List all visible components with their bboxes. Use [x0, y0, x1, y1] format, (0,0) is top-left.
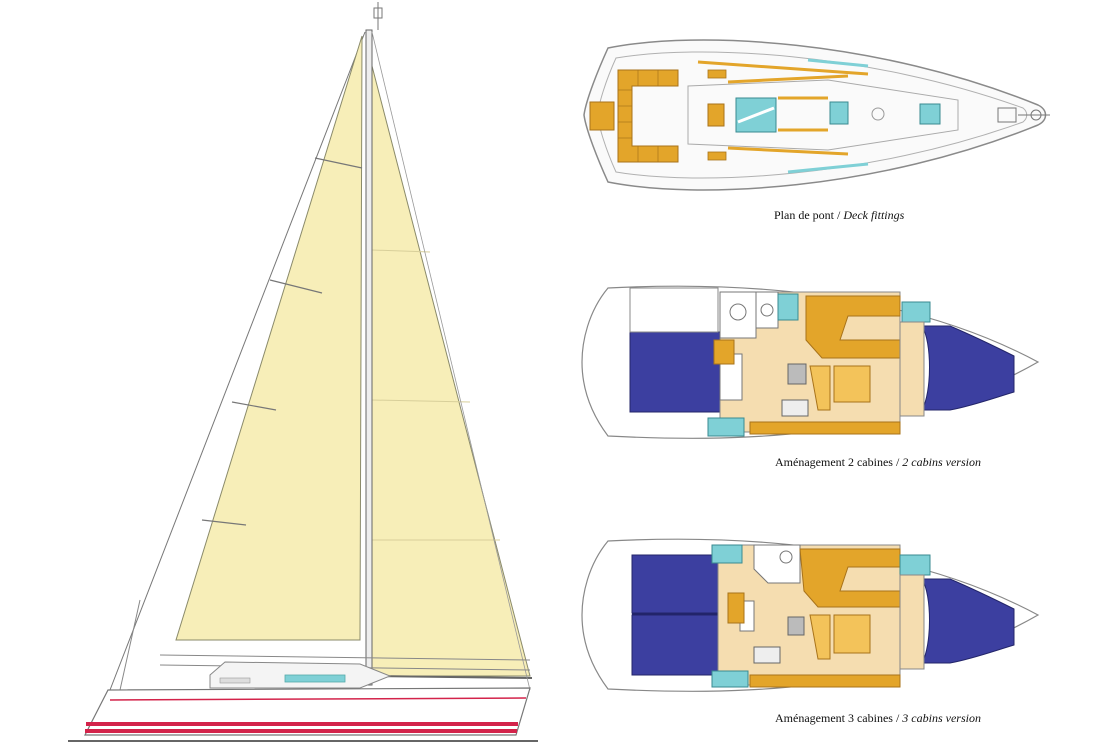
deck-hull-outline [583, 39, 1047, 191]
forestay [109, 31, 366, 691]
hull [84, 687, 531, 736]
three-cabins-caption: Aménagement 3 cabines / 3 cabins version [775, 711, 981, 725]
boom [371, 675, 533, 679]
sail-plan-drawing [60, 0, 550, 756]
masthead-instrument [373, 2, 383, 30]
three-cabins-layout-drawing [578, 535, 1048, 705]
genoa-sail [175, 35, 363, 641]
aft-cabin-starboard [631, 614, 719, 676]
mast [365, 29, 373, 686]
fore-hatch-1 [829, 101, 849, 125]
fore-hatch-2 [919, 103, 941, 125]
forward-cabin [921, 325, 1015, 411]
backstay [371, 31, 531, 691]
aft-cabin [629, 331, 721, 413]
mainsail [371, 65, 531, 677]
forward-cabin [921, 578, 1015, 664]
heads [753, 544, 801, 584]
heads [719, 291, 757, 339]
helm-seat [589, 101, 615, 131]
bow-fittings [997, 107, 1050, 123]
aft-cabin-port [631, 554, 719, 614]
two-cabins-layout-drawing [578, 282, 1048, 452]
saloon-table [833, 365, 871, 403]
two-cabins-caption: Aménagement 2 cabines / 2 cabins version [775, 455, 981, 469]
deck-plan-drawing [578, 30, 1068, 200]
saloon-settee [805, 295, 901, 359]
deck-plan-caption: Plan de pont / Deck fittings [774, 208, 905, 222]
saloon-table [833, 614, 871, 654]
